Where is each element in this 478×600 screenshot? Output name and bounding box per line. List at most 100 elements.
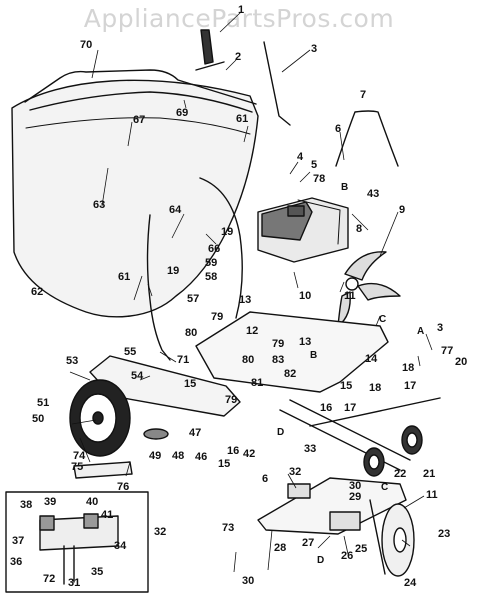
- callout-19a: 19: [221, 226, 234, 238]
- callout-43: 43: [367, 188, 380, 200]
- callout-2: 2: [235, 51, 242, 63]
- callout-30a: 30: [349, 480, 362, 492]
- bag-frame-inner: [29, 91, 253, 113]
- callout-50: 50: [32, 413, 45, 425]
- control-rod: [263, 41, 291, 126]
- callout-69: 69: [176, 107, 189, 119]
- callout-80b: 80: [242, 354, 255, 366]
- ref-D-lower: D: [317, 555, 325, 566]
- callout-49: 49: [149, 450, 162, 462]
- engine: [257, 197, 349, 263]
- ref-B-mid: B: [310, 350, 318, 361]
- spring: [143, 428, 169, 440]
- deflector: [335, 110, 399, 167]
- callout-23: 23: [438, 528, 451, 540]
- bracket-74: [73, 461, 133, 479]
- collection-bag: [11, 79, 259, 318]
- callout-12a: 12: [246, 325, 259, 337]
- callout-74: 74: [73, 450, 86, 462]
- callout-36: 36: [10, 556, 23, 568]
- frame-tube-left: [146, 214, 171, 361]
- ref-C-lower: C: [381, 482, 389, 493]
- callout-17a: 17: [404, 380, 417, 392]
- callout-72: 72: [43, 573, 56, 585]
- callout-57: 57: [187, 293, 200, 305]
- caster-wheel-rear: [401, 425, 423, 455]
- callout-18b: 18: [369, 382, 382, 394]
- callout-13b: 13: [299, 336, 312, 348]
- callout-79b: 79: [272, 338, 285, 350]
- callout-41: 41: [101, 509, 114, 521]
- housing-deck: [195, 311, 389, 393]
- callout-79c: 79: [225, 394, 238, 406]
- callout-75: 75: [71, 461, 84, 473]
- callout-63: 63: [93, 199, 106, 211]
- callout-11b: 11: [426, 489, 438, 501]
- ref-B-top: B: [341, 182, 349, 193]
- bag-frame: [24, 69, 257, 105]
- callout-8: 8: [356, 223, 363, 235]
- callout-19b: 19: [167, 265, 180, 277]
- callout-80a: 80: [185, 327, 198, 339]
- callout-83: 83: [272, 354, 285, 366]
- callout-67: 67: [133, 114, 146, 126]
- ref-D-mid: D: [277, 427, 285, 438]
- callout-48: 48: [172, 450, 185, 462]
- callout-14: 14: [365, 353, 378, 365]
- callout-24: 24: [404, 577, 417, 589]
- callout-15a: 15: [184, 378, 197, 390]
- callout-64: 64: [169, 204, 182, 216]
- callout-42: 42: [243, 448, 256, 460]
- callout-30b: 30: [242, 575, 255, 587]
- callout-38: 38: [20, 499, 33, 511]
- callout-61a: 61: [236, 113, 249, 125]
- callout-81: 81: [251, 377, 264, 389]
- caster-wheel-front: [363, 447, 385, 477]
- callout-71: 71: [177, 354, 190, 366]
- callout-32a: 32: [289, 466, 302, 478]
- callout-17b: 17: [344, 402, 357, 414]
- callout-46: 46: [195, 451, 208, 463]
- callout-5: 5: [311, 159, 318, 171]
- callout-16a: 16: [320, 402, 333, 414]
- wheel-left: [69, 379, 131, 457]
- callout-6b: 6: [262, 473, 269, 485]
- ref-A-right: A: [417, 326, 425, 337]
- frame-tube-right: [199, 177, 243, 319]
- callout-33: 33: [304, 443, 317, 455]
- fan-impeller: [337, 251, 401, 327]
- callout-76: 76: [117, 481, 130, 493]
- callout-66: 66: [208, 243, 221, 255]
- callout-6a: 6: [335, 123, 342, 135]
- callout-21: 21: [423, 468, 436, 480]
- callout-79a: 79: [211, 311, 224, 323]
- callout-25: 25: [355, 543, 368, 555]
- callout-1: 1: [238, 4, 245, 16]
- callout-78: 78: [313, 173, 326, 185]
- callout-34: 34: [114, 540, 127, 552]
- callout-40: 40: [86, 496, 99, 508]
- callout-11a: 11: [344, 290, 356, 302]
- callout-3b: 3: [437, 322, 444, 334]
- callout-82: 82: [284, 368, 297, 380]
- callout-29: 29: [349, 491, 362, 503]
- callout-20: 20: [455, 356, 468, 368]
- callout-55: 55: [124, 346, 137, 358]
- callout-16b: 16: [227, 445, 240, 457]
- callout-62: 62: [31, 286, 44, 298]
- callout-37: 37: [12, 535, 25, 547]
- callout-77: 77: [441, 345, 454, 357]
- callout-4: 4: [297, 151, 304, 163]
- callout-54: 54: [131, 370, 144, 382]
- callout-27: 27: [302, 537, 315, 549]
- callout-31: 31: [68, 577, 81, 589]
- callout-53: 53: [66, 355, 79, 367]
- callout-73: 73: [222, 522, 235, 534]
- callout-61b: 61: [118, 271, 131, 283]
- callout-15b: 15: [340, 380, 353, 392]
- callout-10: 10: [299, 290, 312, 302]
- callout-18a: 18: [402, 362, 415, 374]
- callout-3: 3: [311, 43, 318, 55]
